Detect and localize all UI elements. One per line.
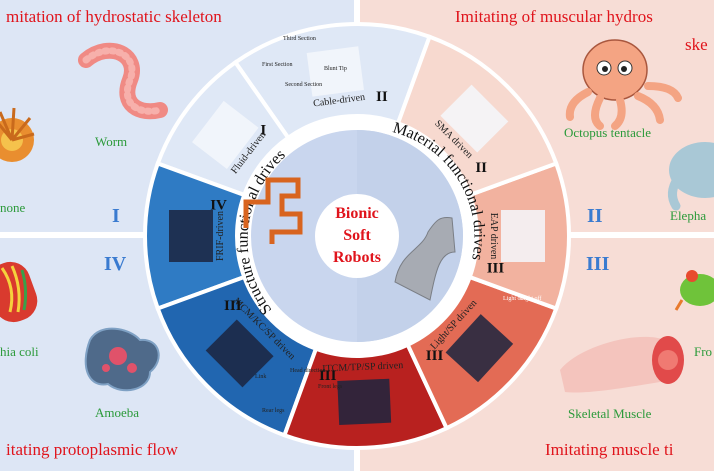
annotation-light-1: Light on [503,296,524,302]
material-chair-icon [394,217,456,301]
center-line-1: Bionic [335,205,379,222]
quadrant-roman-top-left: I [112,205,120,227]
organism-label-frog: Fro [694,344,712,359]
annotation-mcm-4: Rear legs [262,408,285,414]
segment-label: ITCM/TP/SP driven [322,360,403,375]
segment-image-panel [169,210,213,262]
quadrant-title-top-left: mitation of hydrostatic skeleton [6,7,222,26]
organism-label-elephant: Elepha [670,208,706,223]
quadrant-title-top-right-2: ske [685,35,708,54]
quadrant-roman-bottom-right: III [586,253,610,275]
annotation-mcm-3: Front legs [318,384,343,390]
center-line-3: Robots [333,249,381,266]
organism-label-worm: Worm [95,134,127,149]
quadrant-roman-bottom-left: IV [104,253,127,275]
worm-icon [78,42,168,120]
segment-roman: III [319,368,337,384]
segment-image-panel [501,210,545,262]
annotation-cable-4: Blunt Tip [324,66,347,72]
annotation-mcm-1: Link [255,374,266,380]
annotation-cable-2: First Section [262,62,293,68]
muscle-icon [560,336,684,393]
annotation-light-2: Light off [520,295,541,302]
segment-roman: III [487,260,505,276]
organism-label-ecoli: hia coli [0,344,39,359]
amoeba-icon [84,327,160,392]
organism-label-octopus: Octopus tentacle [564,125,651,140]
elephant-icon [668,142,714,211]
segment-image-panel [445,314,514,383]
annotation-mcm-2: Head direction [290,368,325,374]
organism-label-muscle: Skeletal Muscle [568,406,652,421]
center-disc [315,194,399,278]
e-coli-icon [0,261,38,323]
annotation-cable-3: Second Section [285,82,322,88]
quadrant-roman-top-right: II [587,205,603,227]
segment-image-panel [205,319,274,388]
segment-roman: III [426,348,444,364]
organism-label-amoeba: Amoeba [95,405,139,420]
annotation-cable-1: Third Section [283,36,316,42]
anemone-icon [0,107,35,162]
segment-image-panel [440,84,509,153]
segment-roman: II [475,160,487,176]
segment-label: FRIF-driven [215,211,226,261]
segment-image-panel [337,378,392,425]
segment-image-panel [192,100,259,169]
segment-image-panel [306,46,364,97]
quadrant-title-bottom-left: itating protoplasmic flow [6,440,179,459]
segment-roman: IV [210,198,227,214]
meander-icon [243,177,303,244]
frog-icon [674,270,714,311]
organism-label-anemone: none [0,200,26,215]
quadrant-title-top-right: Imitating of muscular hydros [455,7,653,26]
octopus-icon [565,39,682,130]
segment-label: EAP driven [488,213,499,260]
segment-roman: II [376,89,388,105]
segment-roman: I [260,122,266,138]
quadrant-title-bottom-right: Imitating muscle ti [545,440,674,459]
segment-roman: III [224,298,242,314]
center-line-2: Soft [343,227,371,244]
